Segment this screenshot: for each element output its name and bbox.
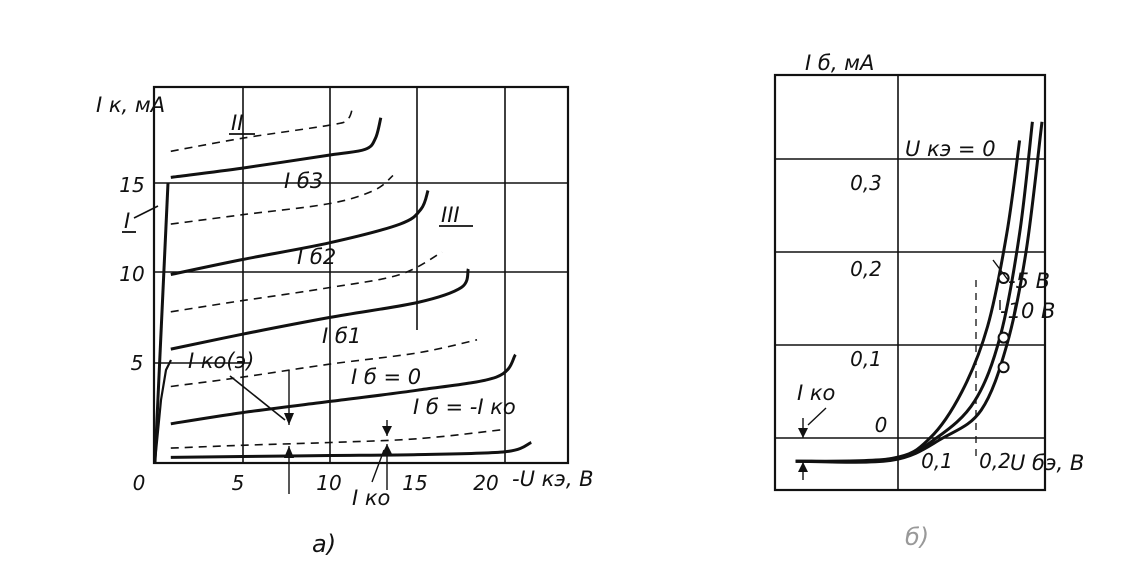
input-characteristics-chart: I б, мА U бэ, В 0,3 0,2 0,1 0 0,1 0,2 U …	[773, 51, 1084, 551]
chart-a-label-ib1: I б1	[322, 324, 361, 348]
chart-b-caption: б)	[905, 523, 929, 551]
chart-a-series-1	[170, 189, 430, 276]
chart-b-ytick-01: 0,1	[850, 347, 882, 371]
chart-a-series-6	[170, 174, 394, 225]
chart-a-label-ib0: I б = 0	[351, 365, 421, 389]
chart-b-xlabel: U бэ, В	[1010, 451, 1084, 475]
chart-a-rise-line	[153, 182, 170, 463]
chart-a-series-5	[170, 106, 354, 153]
chart-b-label-10v: -10 В	[1000, 299, 1055, 323]
chart-a-xtick-0: 0	[133, 471, 146, 495]
chart-a-xtick-5: 5	[232, 471, 245, 495]
chart-a-rise-line-low	[153, 359, 172, 463]
chart-a-series-2	[170, 268, 470, 351]
chart-a-label-ibminus: I б = -I ко	[413, 395, 516, 419]
chart-a-ytick-15: 15	[119, 173, 144, 197]
chart-a-label-ib3: I б3	[284, 169, 323, 193]
chart-b-series-2	[795, 121, 1044, 464]
chart-b-xtick-01: 0,1	[921, 449, 953, 473]
chart-a-xlabel: -U кэ, В	[512, 467, 594, 491]
chart-b-marker-1	[997, 331, 1010, 344]
chart-b-frame	[773, 73, 1047, 492]
chart-a-annot-iko: I ко	[352, 486, 390, 510]
chart-a-xtick-20: 20	[473, 471, 498, 495]
chart-a-series-7	[170, 251, 443, 313]
chart-b-zero: 0	[875, 413, 888, 437]
chart-b-label-5v: -5 В	[1008, 269, 1050, 293]
chart-b-xtick-02: 0,2	[979, 449, 1011, 473]
chart-a-ytick-5: 5	[131, 351, 144, 375]
chart-a-label-ib2: I б2	[297, 245, 336, 269]
chart-a-frame	[152, 85, 570, 465]
chart-a-region-II: II	[231, 111, 243, 135]
chart-a-region-III: III	[441, 203, 460, 227]
chart-b-series-0	[795, 140, 1022, 463]
chart-b-annot-iko: I ко	[797, 381, 835, 405]
chart-a-region-I: I	[124, 209, 130, 233]
output-characteristics-chart: I к, мА -U кэ, В 0 5 10 15 20 5 10 15 I …	[96, 85, 594, 558]
chart-b-label-uk0: U кэ = 0	[905, 137, 996, 161]
chart-b-ytick-02: 0,2	[850, 257, 882, 281]
chart-b-ytick-03: 0,3	[850, 171, 882, 195]
chart-a-annot-ikoe: I ко(э)	[188, 349, 254, 373]
chart-a-xtick-10: 10	[316, 471, 341, 495]
chart-b-series-group	[795, 121, 1044, 464]
chart-b-ylabel: I б, мА	[805, 51, 874, 75]
chart-a-ytick-10: 10	[119, 262, 144, 286]
chart-a-series-4	[170, 441, 532, 459]
chart-b-marker-2	[997, 361, 1010, 374]
chart-a-caption: а)	[312, 530, 336, 558]
chart-a-series-3	[170, 353, 517, 426]
chart-a-xtick-15: 15	[402, 471, 427, 495]
chart-a-series-group	[170, 106, 532, 459]
chart-a-series-0	[170, 117, 383, 179]
chart-a-series-9	[170, 428, 506, 449]
chart-a-series-8	[170, 339, 478, 388]
chart-a-ylabel: I к, мА	[96, 93, 165, 117]
